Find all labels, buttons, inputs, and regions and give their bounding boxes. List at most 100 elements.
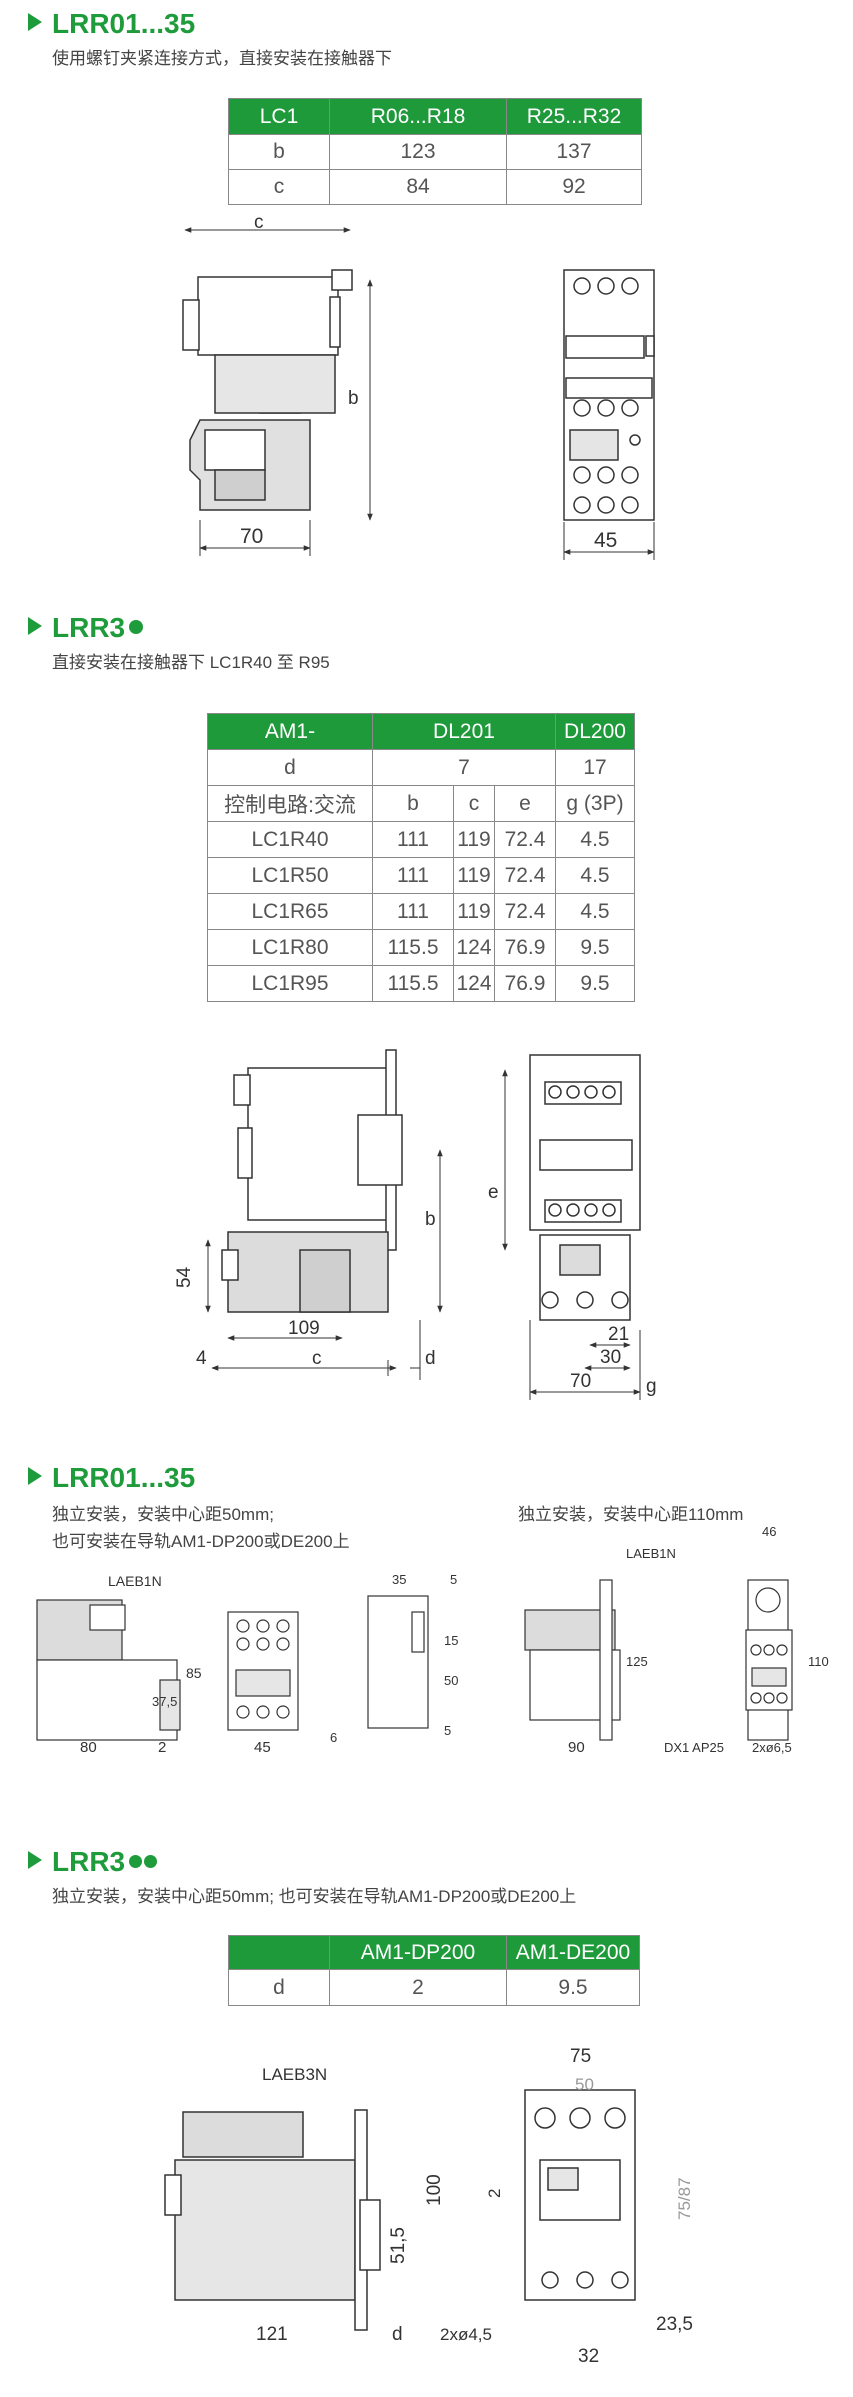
dims-s1-front [563, 522, 655, 560]
section-2-title-text: LRR3 [52, 612, 126, 643]
dim-35: 35 [392, 1572, 406, 1587]
dim-70: 70 [240, 525, 263, 548]
triangle-bullet-icon [28, 1467, 42, 1485]
section-3-subtitle-2: 也可安装在导轨AM1-DP200或DE200上 [52, 1532, 350, 1551]
section-1-title: LRR01...35 [28, 8, 195, 40]
dim-4: 4 [196, 1348, 207, 1369]
table-cell: 92 [506, 169, 642, 205]
table-cell: 4.5 [555, 893, 635, 930]
table-cell: 115.5 [372, 929, 454, 966]
dim-110: 110 [808, 1654, 829, 1669]
dims-s2-front [502, 1069, 641, 1400]
table-header-cell: AM1-DE200 [506, 1935, 640, 1970]
label-laeb3n: LAEB3N [262, 2065, 327, 2084]
dims-s1-side [184, 227, 373, 556]
dim-2: 2 [158, 1739, 166, 1756]
dim-d: d [392, 2324, 403, 2345]
table-cell: 111 [372, 893, 454, 930]
section-3-title-text: LRR01...35 [52, 1462, 196, 1493]
drawing-s1-front [563, 269, 655, 521]
table-cell: 7 [372, 749, 556, 786]
drawing-s3-b [227, 1611, 299, 1731]
dim-70: 70 [570, 1371, 591, 1392]
table-cell: 119 [453, 821, 495, 858]
drawing-s4-side [164, 2109, 381, 2331]
drawing-s3-e [745, 1579, 793, 1741]
section-4-title: LRR3 [28, 1846, 158, 1878]
table-cell: b [228, 134, 330, 170]
table-cell: 4.5 [555, 857, 635, 894]
dim-54: 54 [174, 1266, 195, 1288]
triangle-bullet-icon [28, 13, 42, 31]
section-2-table: AM1- DL201 DL200 d 7 17 控制电路:交流 b c e g … [207, 713, 635, 1002]
table-cell: 115.5 [372, 965, 454, 1002]
section-4-title-text: LRR3 [52, 1846, 126, 1877]
drawing-s3-a [36, 1599, 181, 1741]
dim-d: d [425, 1348, 436, 1369]
table-cell: 111 [372, 857, 454, 894]
dim-32: 32 [578, 2346, 599, 2367]
table-cell: LC1R95 [207, 965, 373, 1002]
dim-75-87: 75/87 [675, 2177, 694, 2220]
table-header-cell: AM1-DP200 [329, 1935, 507, 1970]
drawing-s2-front [529, 1054, 641, 1321]
dim-51-5: 51,5 [388, 2227, 409, 2264]
section-4-table: AM1-DP200 AM1-DE200 d 2 9.5 [228, 1935, 640, 2006]
table-cell: 4.5 [555, 821, 635, 858]
dot-icon [129, 620, 144, 634]
dim-50: 50 [444, 1673, 458, 1688]
dim-30: 30 [600, 1347, 621, 1368]
section-1-subtitle: 使用螺钉夹紧连接方式，直接安装在接触器下 [52, 49, 392, 68]
table-header-cell: R06...R18 [329, 98, 507, 135]
table-cell: 72.4 [494, 857, 556, 894]
section-1-table: LC1 R06...R18 R25...R32 b 123 137 c 84 9… [228, 98, 642, 205]
dot-icon [129, 1855, 143, 1868]
label-dx1-ap25: DX1 AP25 [664, 1740, 724, 1755]
dim-125: 125 [626, 1654, 648, 1669]
drawing-s3-c [367, 1595, 429, 1729]
dim-45: 45 [254, 1739, 271, 1756]
table-cell: 9.5 [555, 929, 635, 966]
drawing-s4-front [524, 2089, 636, 2301]
section-2-subtitle: 直接安装在接触器下 LC1R40 至 R95 [52, 653, 330, 672]
drawing-s3-d [524, 1579, 621, 1741]
dim-hole: 2xø4,5 [440, 2325, 492, 2344]
table-cell: c [453, 785, 495, 822]
dim-50: 50 [575, 2075, 594, 2094]
dim-90: 90 [568, 1739, 585, 1756]
table-cell: 84 [329, 169, 507, 205]
dim-85: 85 [186, 1665, 202, 1681]
dim-75: 75 [570, 2046, 591, 2067]
table-cell: 9.5 [506, 1969, 640, 2006]
table-cell: 72.4 [494, 893, 556, 930]
section-3-title: LRR01...35 [28, 1462, 195, 1494]
section-4-subtitle: 独立安装，安装中心距50mm; 也可安装在导轨AM1-DP200或DE200上 [52, 1887, 577, 1906]
dim-2: 2 [485, 2189, 504, 2198]
table-cell: 控制电路:交流 [207, 785, 373, 822]
dim-b: b [348, 388, 359, 409]
dim-21: 21 [608, 1324, 629, 1345]
table-cell: d [228, 1969, 330, 2006]
table-header-cell: R25...R32 [506, 98, 642, 135]
table-header-cell: DL200 [555, 713, 635, 750]
section-2-title: LRR3 [28, 612, 144, 644]
label-laeb1n: LAEB1N [108, 1573, 162, 1589]
table-cell: 76.9 [494, 929, 556, 966]
table-header-cell: AM1- [207, 713, 373, 750]
table-cell: 76.9 [494, 965, 556, 1002]
triangle-bullet-icon [28, 617, 42, 635]
table-cell: 124 [453, 965, 495, 1002]
dim-80: 80 [80, 1739, 97, 1756]
drawing-s1-side [182, 269, 353, 511]
table-cell: 2 [329, 1969, 507, 2006]
dim-b: b [425, 1209, 436, 1230]
dim-121: 121 [256, 2324, 288, 2345]
table-cell: d [207, 749, 373, 786]
dim-hole: 2xø6,5 [752, 1740, 792, 1755]
table-cell: LC1R80 [207, 929, 373, 966]
label-laeb1n: LAEB1N [626, 1546, 676, 1561]
table-cell: LC1R65 [207, 893, 373, 930]
dim-45: 45 [594, 529, 617, 552]
dim-23-5: 23,5 [656, 2314, 693, 2335]
